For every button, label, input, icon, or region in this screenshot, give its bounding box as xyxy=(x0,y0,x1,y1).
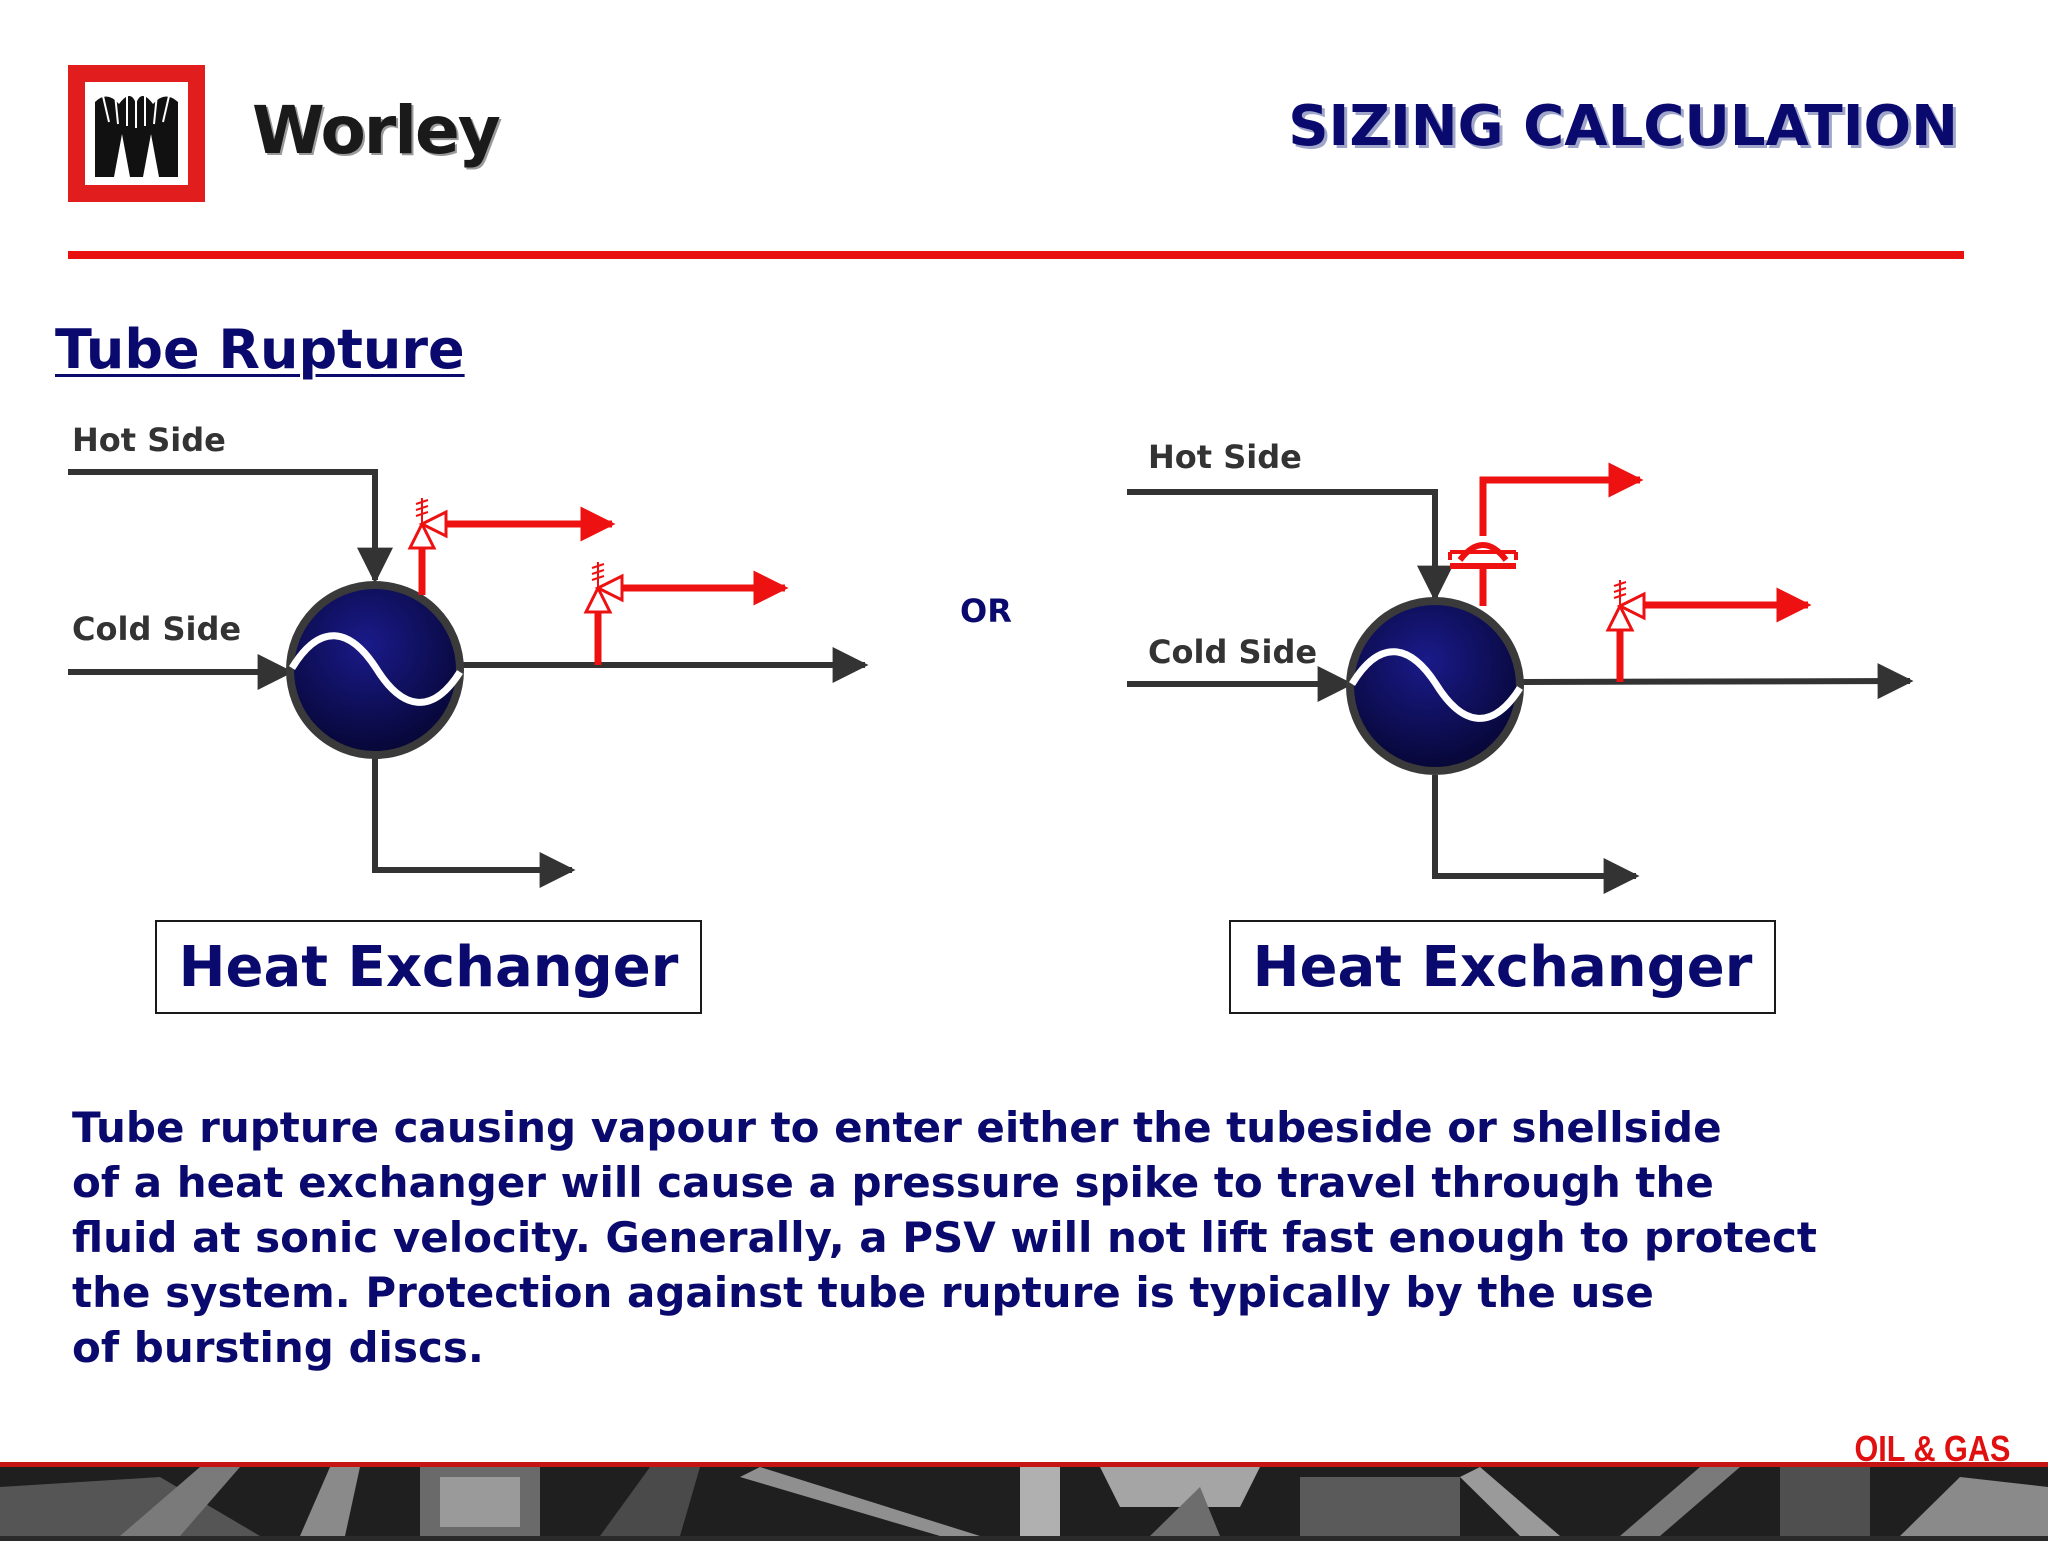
right-bottom-outlet-line xyxy=(1432,775,1640,894)
bursting-disc-icon xyxy=(1448,462,1644,606)
slide-title: SIZING CALCULATION xyxy=(1288,94,1958,159)
header-divider xyxy=(68,251,1964,259)
left-heat-exchanger-caption: Heat Exchanger xyxy=(155,920,702,1014)
footer-division-label: OIL & GAS xyxy=(1854,1428,2010,1469)
logo-emblem-icon xyxy=(85,82,188,185)
left-cold-side-label: Cold Side xyxy=(72,610,241,648)
left-hot-side-label: Hot Side xyxy=(72,421,226,459)
description-text: Tube rupture causing vapour to enter eit… xyxy=(72,1103,1818,1372)
brand-name: Worley xyxy=(252,92,501,169)
left-hot-side-line xyxy=(68,469,393,584)
right-outlet-line xyxy=(1521,663,1914,700)
or-separator: OR xyxy=(960,592,1012,630)
right-tube-wave xyxy=(1349,648,1523,722)
right-relief-valve-icon xyxy=(1605,580,1812,682)
right-hot-side-label: Hot Side xyxy=(1148,438,1302,476)
right-heat-exchanger-caption: Heat Exchanger xyxy=(1229,920,1776,1014)
section-title: Tube Rupture xyxy=(55,318,465,381)
right-exchanger-diagram: Hot Side Cold Side xyxy=(1127,438,1914,894)
left-exchanger-diagram: Hot Side Cold Side xyxy=(68,421,869,888)
footer-image-band xyxy=(0,1462,2048,1541)
left-bottom-outlet-line xyxy=(372,758,576,888)
right-hot-side-line xyxy=(1127,489,1453,602)
left-tube-wave xyxy=(289,632,463,706)
right-cold-side-label: Cold Side xyxy=(1148,633,1317,671)
worley-logo xyxy=(68,65,205,202)
left-relief-valve-2-icon xyxy=(583,562,789,665)
left-relief-valve-1-icon xyxy=(407,498,616,595)
